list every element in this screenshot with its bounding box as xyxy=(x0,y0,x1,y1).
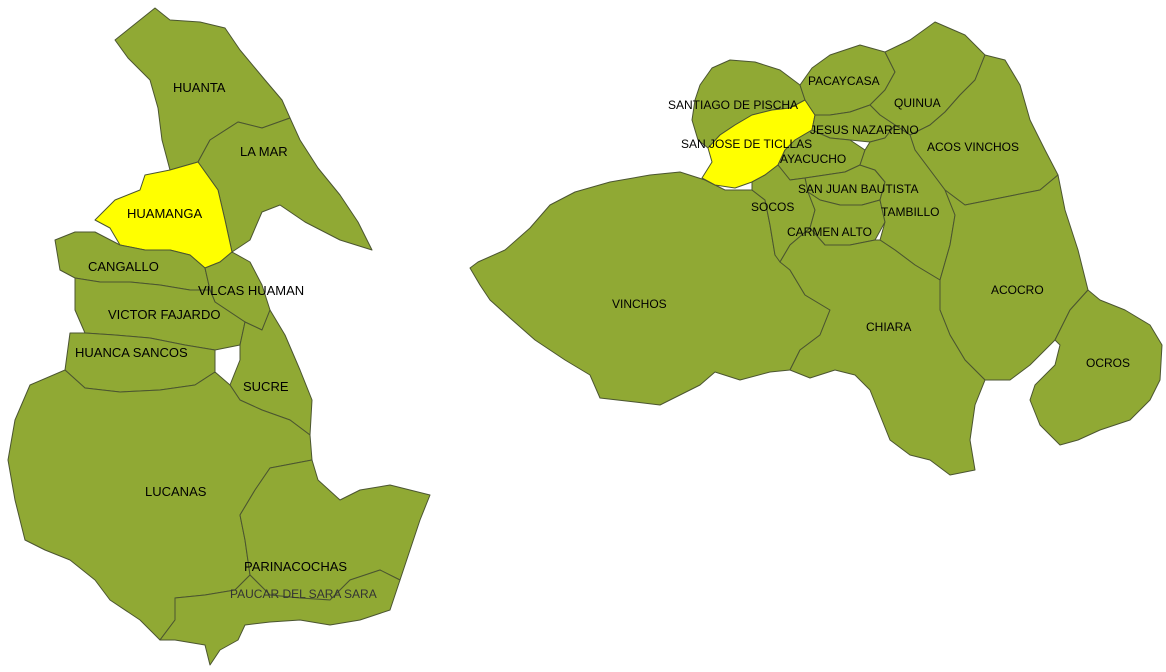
province-paucar-del-sara-sara[interactable] xyxy=(159,569,401,666)
label-acos-vinchos: ACOS VINCHOS xyxy=(927,140,1020,154)
label-vilcas-huaman: VILCAS HUAMAN xyxy=(198,283,305,298)
label-san-juan-bautista: SAN JUAN BAUTISTA xyxy=(798,182,919,196)
label-huamanga: HUAMANGA xyxy=(127,206,203,221)
label-victor-fajardo: VICTOR FAJARDO xyxy=(108,307,221,322)
label-socos: SOCOS xyxy=(751,200,795,214)
label-acocro: ACOCRO xyxy=(991,283,1044,297)
label-parinacochas: PARINACOCHAS xyxy=(244,559,348,574)
label-pacaycasa: PACAYCASA xyxy=(808,74,880,88)
label-ayacucho: AYACUCHO xyxy=(780,152,847,166)
province-map xyxy=(469,21,1163,476)
label-cangallo: CANGALLO xyxy=(88,259,159,274)
label-huanta: HUANTA xyxy=(173,80,226,95)
label-tambillo: TAMBILLO xyxy=(881,205,940,219)
label-jesus-nazareno: JESUS NAZARENO xyxy=(810,123,919,137)
label-quinua: QUINUA xyxy=(894,96,941,110)
label-carmen-alto: CARMEN ALTO xyxy=(787,225,872,239)
province-parinacochas[interactable] xyxy=(239,459,431,601)
label-chiara: CHIARA xyxy=(866,320,912,334)
district-ocros[interactable] xyxy=(1029,289,1163,446)
label-paucar-del-sara-sara: PAUCAR DEL SARA SARA xyxy=(230,587,377,601)
label-huanca-sancos: HUANCA SANCOS xyxy=(75,345,188,360)
department-map xyxy=(7,7,431,666)
district-chiara[interactable] xyxy=(779,227,986,476)
label-ocros: OCROS xyxy=(1086,356,1131,370)
label-sucre: SUCRE xyxy=(243,379,289,394)
district-carmen-alto[interactable] xyxy=(807,191,886,246)
label-santiago-de-pischa: SANTIAGO DE PISCHA xyxy=(668,98,799,112)
label-vinchos: VINCHOS xyxy=(612,297,667,311)
label-lucanas: LUCANAS xyxy=(145,484,207,499)
label-san-jose-de-ticllas: SAN JOSE DE TICLLAS xyxy=(681,137,813,151)
label-la-mar: LA MAR xyxy=(240,144,288,159)
